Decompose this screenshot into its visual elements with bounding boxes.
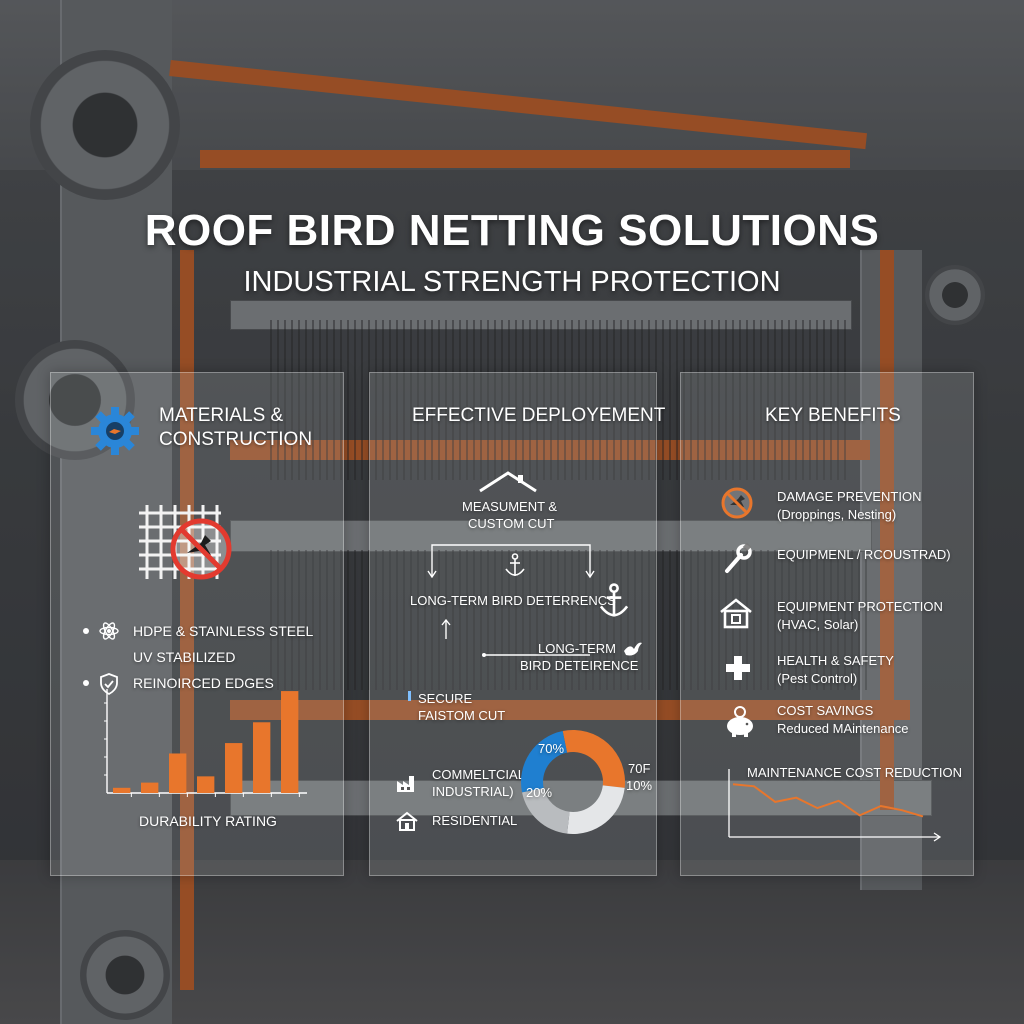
materials-heading-line2: CONSTRUCTION [159, 429, 313, 450]
step-deterrence: LONG-TERM BIRD DETERRENCS [410, 593, 616, 608]
house-icon [396, 811, 418, 831]
step-secure-line2: FAISTOM CUT [418, 708, 506, 723]
materials-heading-line1: MATERIALS & [159, 405, 284, 426]
donut-label-blue: 20% [526, 785, 553, 800]
machine-wheel [925, 265, 985, 325]
anchor-icon [599, 583, 629, 617]
benefit-detail: Reduced MAintenance [777, 721, 909, 736]
orange-rail [200, 150, 850, 168]
step-secure-line1: SECURE [418, 691, 473, 706]
process-flow-connectors [427, 544, 595, 657]
medical-cross-icon [726, 656, 750, 680]
durability-bar [253, 722, 271, 793]
donut-slice [521, 731, 568, 793]
benefit-detail: (Pest Control) [777, 671, 858, 686]
netting-mesh [270, 550, 870, 690]
orange-post [880, 250, 894, 810]
atom-icon [99, 622, 119, 640]
secure-glint [408, 691, 411, 701]
usage-donut-chart [521, 730, 625, 834]
steel-beam [230, 520, 872, 552]
maintenance-chart-title: MAINTENANCE COST REDUCTION [747, 765, 962, 780]
benefits-panel: KEY BENEFITS DAMAGE PREVENTION (Dropping… [680, 372, 974, 876]
durability-bar [281, 691, 299, 793]
factory-icon [397, 776, 414, 792]
orange-rail [230, 700, 910, 720]
benefits-heading: KEY BENEFITS [765, 405, 901, 426]
step-longterm-line2: BIRD DETEIRENCE [520, 658, 639, 673]
donut-slice [567, 785, 625, 834]
materials-panel: MATERIALS & CONSTRUCTION HDP [50, 372, 344, 876]
step-longterm-line1: LONG-TERM [538, 641, 616, 656]
piggy-bank-icon [727, 706, 753, 737]
legend-label-line1: RESIDENTIAL [432, 813, 518, 828]
step-measure-line1: MEASUMENT & [462, 499, 558, 514]
no-bird-icon [721, 487, 753, 519]
material-label: HDPE & STAINLESS STEEL [133, 623, 314, 639]
anchor-icon [505, 553, 525, 576]
donut-slice [522, 787, 570, 834]
bullet-dot [83, 628, 89, 634]
orange-rail [230, 440, 870, 460]
material-label: UV STABILIZED [133, 649, 236, 665]
benefit-title: HEALTH & SAFETY [777, 653, 894, 668]
material-label: REINOIRCED EDGES [133, 675, 274, 691]
donut-slice [562, 730, 625, 788]
durability-bar [225, 743, 243, 793]
maintenance-line-chart [728, 769, 942, 842]
benefit-title: EQUIPMENT PROTECTION [777, 599, 943, 614]
shield-check-icon [100, 673, 118, 696]
deployment-heading: EFFECTIVE DEPLOYEMENT [412, 405, 666, 426]
x-axis-arrow [933, 832, 942, 842]
benefit-detail: (HVAC, Solar) [777, 617, 859, 632]
benefit-detail: (Droppings, Nesting) [777, 507, 897, 522]
machine-wheel [80, 930, 170, 1020]
benefit-title: DAMAGE PREVENTION [777, 489, 922, 504]
durability-chart-caption: DURABILITY RATING [139, 813, 277, 829]
orange-post [180, 250, 194, 990]
machine-wheel [30, 50, 180, 200]
benefit-title: COST SAVINGS [777, 703, 874, 718]
page-subtitle: INDUSTRIAL STRENGTH PROTECTION [243, 266, 781, 298]
gear-icon [91, 407, 139, 455]
page-title: ROOF BIRD NETTING SOLUTIONS [144, 206, 880, 255]
donut-side-label-2: 10% [626, 778, 653, 793]
no-bird-net-icon [139, 505, 232, 580]
house-outline-icon [720, 598, 752, 629]
donut-label-orange: 70% [538, 741, 565, 756]
roof-icon [479, 471, 537, 493]
bullet-dot [83, 680, 89, 686]
step-measure-line2: CUSTOM CUT [468, 516, 555, 531]
maintenance-cost-line [732, 783, 924, 818]
durability-bar [141, 782, 159, 793]
benefit-title: EQUIPMENL / RCOUSTRAD) [777, 547, 951, 562]
legend-label-line1: COMMELTCIAL/ [432, 767, 529, 782]
steel-beam [230, 300, 852, 330]
bird-icon [624, 642, 642, 656]
durability-bar-chart [104, 689, 307, 797]
durability-bar [197, 776, 215, 793]
legend-label-line2: INDUSTRIAL) [432, 784, 514, 799]
durability-bar [113, 787, 131, 793]
wrench-icon [725, 542, 752, 573]
netting-mesh [270, 320, 850, 480]
durability-bar [169, 753, 187, 793]
donut-side-label-1: 70F [628, 761, 651, 776]
deployment-panel: EFFECTIVE DEPLOYEMENT MEASUMENT & CUSTOM… [369, 372, 665, 876]
